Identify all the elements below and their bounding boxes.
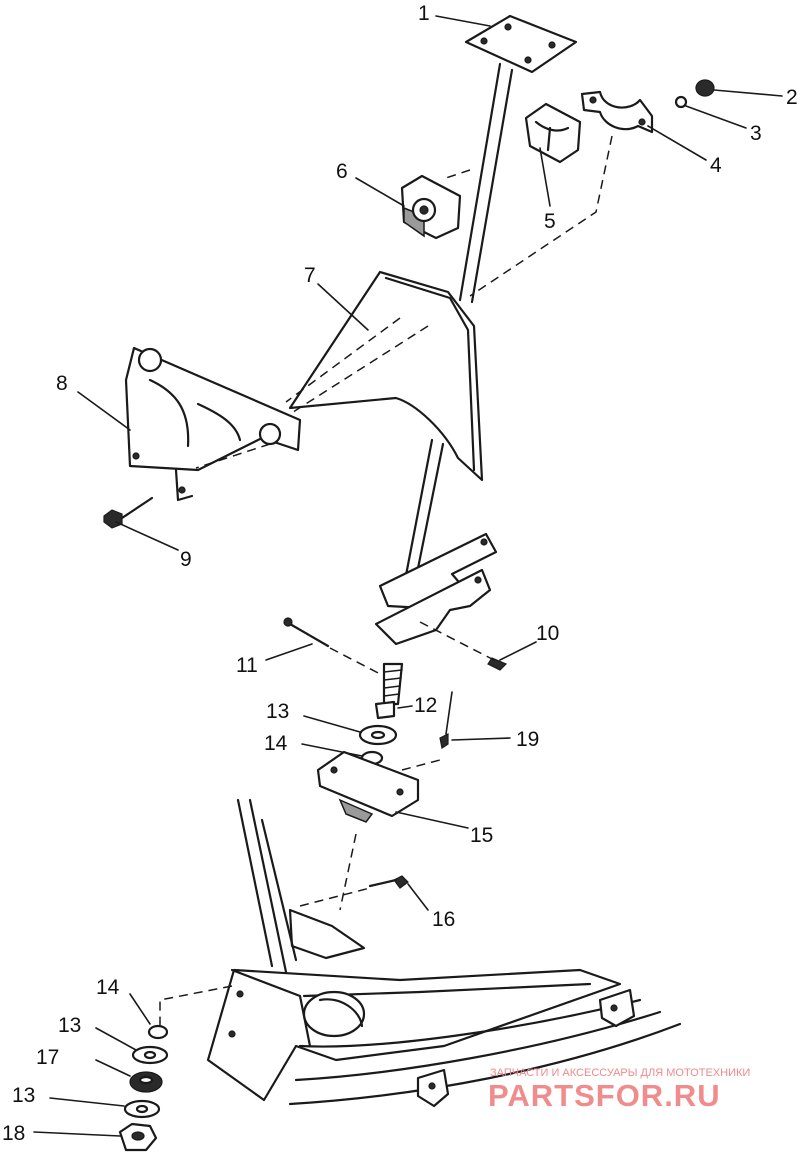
nut-part bbox=[129, 1071, 163, 1093]
callout-8: 8 bbox=[56, 372, 68, 395]
nut-part bbox=[695, 79, 715, 97]
assembly-lines bbox=[159, 135, 613, 1026]
castle-nut-part bbox=[118, 1122, 158, 1152]
pin-part bbox=[439, 691, 453, 749]
callout-3: 3 bbox=[750, 122, 762, 145]
o-ring-part bbox=[147, 1024, 169, 1040]
callout-10: 10 bbox=[536, 622, 559, 645]
front-bracket-part bbox=[124, 346, 302, 502]
steering-post-part bbox=[400, 14, 578, 600]
callout-7: 7 bbox=[304, 264, 316, 287]
watermark-tagline: ЗАПЧАСТИ И АКСЕССУАРЫ ДЛЯ МОТОТЕХНИКИ bbox=[490, 1067, 750, 1079]
bolt-part bbox=[368, 875, 409, 889]
callout-16: 16 bbox=[432, 908, 455, 931]
callout-18: 18 bbox=[2, 1122, 25, 1145]
long-bolt-part bbox=[283, 617, 330, 648]
callout-14-lower: 14 bbox=[96, 976, 120, 999]
callout-11: 11 bbox=[236, 654, 258, 677]
callout-13-upper: 13 bbox=[266, 700, 289, 723]
bearing-block-part bbox=[316, 750, 420, 823]
upper-clamp-part bbox=[580, 90, 654, 134]
leader-lines bbox=[33, 15, 783, 1137]
callout-2: 2 bbox=[786, 86, 798, 109]
callout-17: 17 bbox=[36, 1046, 59, 1069]
bushing-part bbox=[524, 102, 582, 164]
callout-15: 15 bbox=[470, 824, 493, 847]
callout-6: 6 bbox=[336, 160, 348, 183]
callout-5: 5 bbox=[544, 210, 556, 233]
callout-12: 12 bbox=[414, 694, 437, 717]
shaft-end-part bbox=[374, 662, 404, 720]
bushing-part bbox=[400, 174, 462, 240]
callout-4: 4 bbox=[710, 154, 722, 177]
callout-13-lower-b: 13 bbox=[12, 1084, 35, 1107]
callout-14-upper: 14 bbox=[264, 732, 288, 755]
washer-part bbox=[358, 724, 398, 746]
callout-9: 9 bbox=[180, 548, 192, 571]
lock-washer-part bbox=[674, 95, 688, 109]
chassis-frame bbox=[206, 798, 682, 1108]
washer-part bbox=[131, 1045, 169, 1065]
bolt-part bbox=[103, 496, 154, 529]
steering-arm bbox=[374, 532, 498, 646]
watermark-logo: PARTSFOR.RU bbox=[488, 1078, 721, 1113]
washer-part bbox=[123, 1099, 161, 1119]
steering-support-bracket bbox=[288, 270, 484, 482]
callout-13-lower-a: 13 bbox=[58, 1014, 81, 1037]
cotter-pin-part bbox=[487, 657, 508, 671]
callout-19: 19 bbox=[516, 728, 539, 751]
callout-1: 1 bbox=[418, 2, 430, 25]
